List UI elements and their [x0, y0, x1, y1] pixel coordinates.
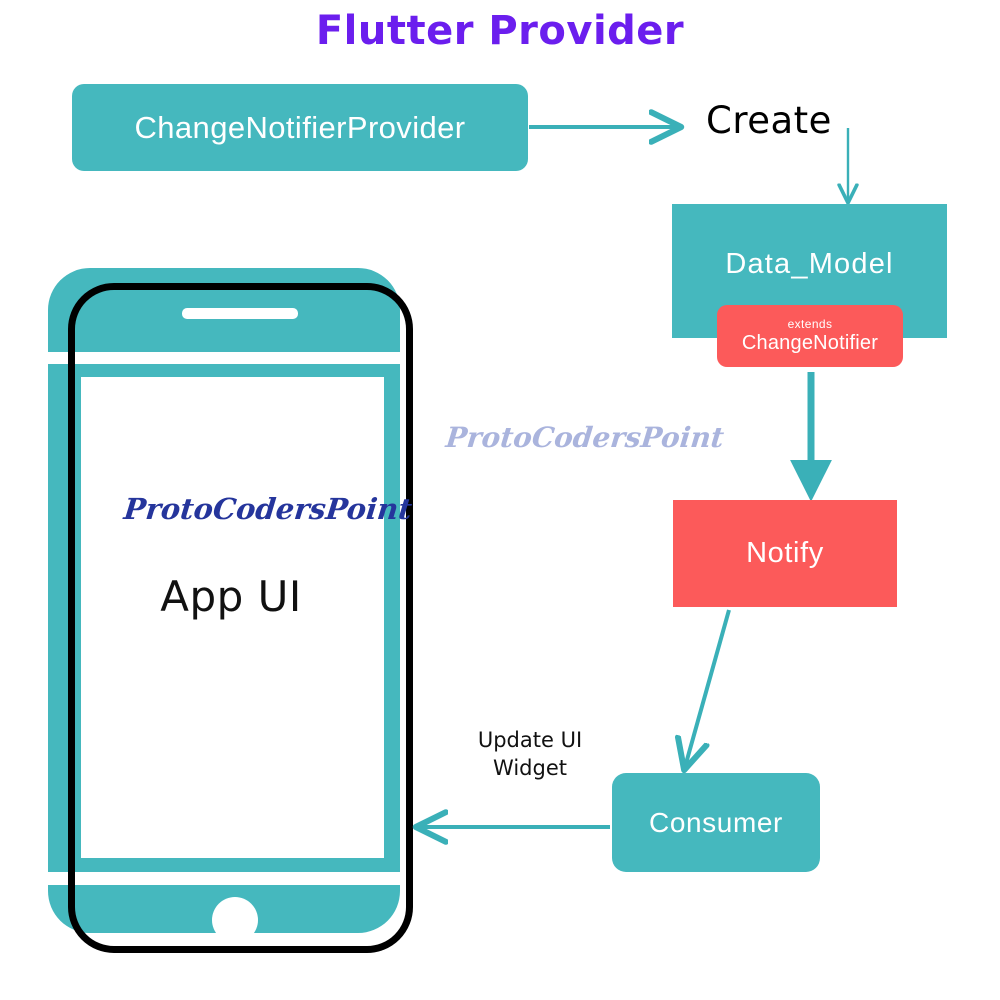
- change-notifier-label: ChangeNotifier: [741, 331, 879, 354]
- node-notify[interactable]: Notify: [673, 500, 897, 607]
- phone-outline: [68, 283, 413, 953]
- phone-speaker-icon: [182, 308, 298, 319]
- edge-label-line-1: Update UI: [477, 728, 583, 752]
- app-ui-label: App UI: [160, 572, 302, 621]
- arrow-notify-to-consumer: [685, 609, 731, 767]
- phone-gap-top: [48, 352, 400, 364]
- phone-watermark: ProtoCodersPoint: [122, 492, 414, 526]
- phone-home-button[interactable]: [212, 897, 258, 943]
- center-watermark: ProtoCodersPoint: [444, 421, 726, 454]
- edge-label-update-ui-widget: Update UI Widget: [430, 727, 630, 782]
- edge-label-line-2: Widget: [493, 755, 567, 780]
- node-change-notifier[interactable]: extends ChangeNotifier: [717, 305, 903, 367]
- node-create-label: Create: [706, 99, 832, 142]
- extends-label: extends: [787, 317, 833, 332]
- node-change-notifier-provider[interactable]: ChangeNotifierProvider: [72, 84, 528, 171]
- page-title: Flutter Provider: [315, 8, 685, 54]
- phone-gap-bottom: [48, 872, 400, 885]
- phone-screen: [81, 377, 384, 858]
- node-consumer[interactable]: Consumer: [612, 773, 820, 872]
